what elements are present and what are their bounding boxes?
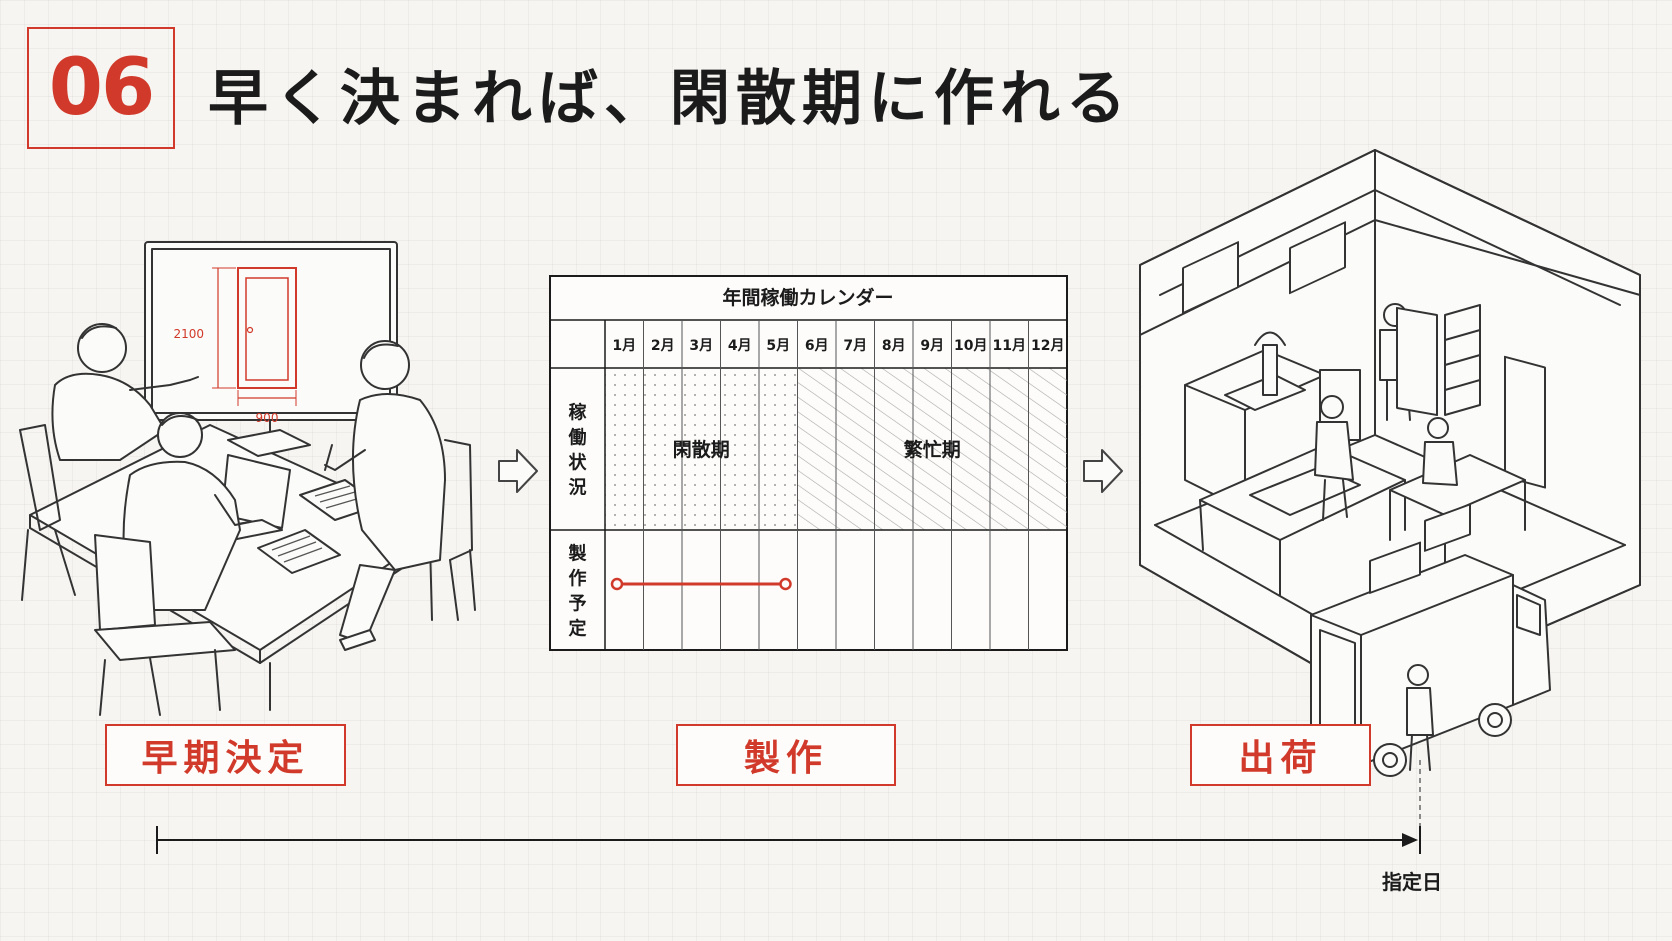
stage-production-label: 製作 — [743, 738, 828, 779]
month-label: 9月 — [920, 338, 944, 354]
month-label: 8月 — [882, 338, 906, 354]
svg-text:製: 製 — [568, 544, 587, 565]
stage-early-decision-label: 早期決定 — [141, 738, 310, 779]
section-number-box: 06 — [27, 27, 175, 149]
month-label: 6月 — [805, 338, 829, 354]
person-pointing — [51, 323, 199, 461]
stage-early-decision: 早期決定 — [105, 724, 346, 786]
production-start-point — [610, 577, 624, 591]
month-label: 7月 — [843, 338, 867, 354]
svg-text:作: 作 — [569, 568, 587, 590]
person-writing — [324, 340, 446, 651]
page-title: 早く決まれば、閑散期に作れる — [208, 64, 1132, 134]
stage-shipping: 出荷 — [1190, 724, 1371, 786]
arrow-1 — [498, 449, 538, 493]
svg-text:稼: 稼 — [569, 402, 587, 424]
meeting-illustration: 2100 900 — [19, 241, 476, 716]
month-label: 1月 — [612, 338, 636, 354]
month-label: 12月 — [1031, 338, 1064, 354]
svg-text:予: 予 — [569, 594, 587, 615]
svg-text:働: 働 — [568, 427, 587, 449]
dim-width-label: 900 — [256, 411, 279, 425]
svg-text:定: 定 — [569, 618, 587, 640]
stage-shipping-label: 出荷 — [1238, 738, 1323, 779]
timeline-arrowhead — [1402, 833, 1418, 847]
svg-text:状: 状 — [569, 452, 588, 474]
off-season-area — [605, 368, 798, 530]
arrow-2 — [1083, 449, 1123, 493]
off-season-label: 閑散期 — [673, 438, 730, 461]
door-drawing: 2100 900 — [173, 267, 297, 425]
production-end-point — [779, 577, 792, 591]
month-label: 5月 — [766, 338, 790, 354]
factory-illustration — [1139, 149, 1641, 777]
busy-season-area — [797, 368, 1067, 530]
calendar-frame — [549, 275, 1068, 651]
calendar-title: 年間稼働カレンダー — [722, 286, 893, 309]
month-label: 4月 — [728, 338, 752, 354]
svg-text:況: 況 — [569, 477, 587, 499]
stage-production: 製作 — [676, 724, 896, 786]
month-label: 11月 — [993, 338, 1026, 354]
month-label: 2月 — [651, 338, 675, 354]
section-number: 06 — [48, 43, 156, 133]
month-label: 3月 — [689, 338, 713, 354]
dim-height-label: 2100 — [173, 327, 204, 341]
month-label: 10月 — [954, 338, 987, 354]
deadline-label: 指定日 — [1382, 870, 1442, 894]
busy-season-label: 繁忙期 — [904, 438, 961, 461]
